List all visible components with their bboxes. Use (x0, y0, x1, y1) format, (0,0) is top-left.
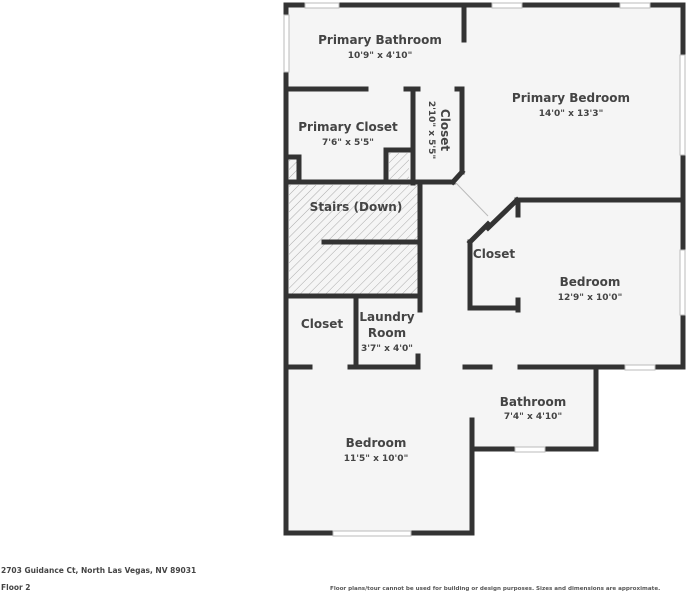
room-stairs: Stairs (Down) (310, 200, 403, 214)
door-line (455, 182, 489, 217)
room-dims: 14'0" x 13'3" (539, 109, 604, 119)
room-dims: 12'9" x 10'0" (558, 293, 623, 303)
room-name: Bathroom (500, 395, 566, 409)
room-name: Primary Closet (298, 120, 398, 134)
room-dims: 7'4" x 4'10" (504, 412, 562, 422)
closet-hatch-right (389, 153, 409, 179)
room-name: Room (368, 326, 406, 340)
room-closet-bedroom: Closet (473, 247, 515, 261)
room-dims: 11'5" x 10'0" (344, 454, 409, 464)
room-primary-closet: Primary Closet 7'6" x 5'5" (298, 120, 398, 148)
room-name: Laundry (359, 310, 414, 324)
room-primary-bathroom: Primary Bathroom 10'9" x 4'10" (318, 33, 442, 61)
closet-hatch-left (289, 160, 299, 179)
room-name: Bedroom (560, 275, 621, 289)
room-name: Closet (473, 247, 515, 261)
room-laundry: Laundry Room 3'7" x 4'0" (359, 310, 414, 354)
room-name: Stairs (Down) (310, 200, 403, 214)
room-name: Bedroom (346, 436, 407, 450)
windows (283, 2, 686, 537)
room-name: Closet (438, 109, 452, 151)
room-bathroom: Bathroom 7'4" x 4'10" (500, 395, 566, 422)
room-dims: 3'7" x 4'0" (361, 344, 413, 354)
room-bedroom-east: Bedroom 12'9" x 10'0" (558, 275, 623, 303)
property-address: 2703 Guidance Ct, North Las Vegas, NV 89… (1, 566, 197, 575)
room-closet-small: Closet 2'10" x 5'5" (426, 101, 452, 159)
room-name: Primary Bathroom (318, 33, 442, 47)
room-dims: 2'10" x 5'5" (426, 101, 436, 159)
room-name: Primary Bedroom (512, 91, 630, 105)
room-dims: 7'6" x 5'5" (322, 138, 374, 148)
room-primary-bedroom: Primary Bedroom 14'0" x 13'3" (512, 91, 630, 119)
room-closet-hall: Closet (301, 317, 343, 331)
room-name: Closet (301, 317, 343, 331)
room-dims: 10'9" x 4'10" (348, 51, 413, 61)
disclaimer: Floor plans/tour cannot be used for buil… (330, 586, 661, 592)
floor-label: Floor 2 (1, 583, 31, 592)
room-bedroom-south: Bedroom 11'5" x 10'0" (344, 436, 409, 464)
